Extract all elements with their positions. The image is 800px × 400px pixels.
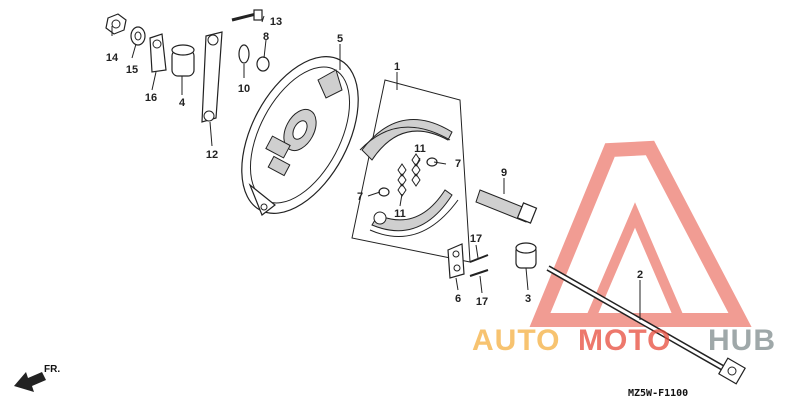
part-label-7b: 7 (357, 191, 363, 203)
collar-3-part (515, 242, 537, 269)
part-label-10: 10 (238, 83, 250, 95)
part-label-14: 14 (106, 52, 119, 64)
part-label-16: 16 (145, 92, 157, 104)
leader-lines (111, 15, 641, 320)
brake-panel-part (241, 56, 359, 216)
part-label-17b: 17 (476, 296, 488, 308)
part-label-9: 9 (501, 167, 507, 179)
part-label-5: 5 (337, 33, 343, 45)
diagram-code: MZ5W-F1100 (628, 388, 688, 399)
washer-15-part (130, 26, 146, 46)
axle-part (546, 265, 746, 385)
front-direction-icon: FR. (14, 364, 60, 392)
watermark-hub: HUB (708, 324, 776, 357)
plate-16-part (149, 33, 167, 73)
part-label-12: 12 (206, 149, 218, 161)
watermark-auto: AUTO (472, 324, 560, 357)
part-label-13: 13 (270, 16, 282, 28)
part-label-6: 6 (455, 293, 461, 305)
collar-4-part (171, 44, 195, 77)
direction-label: FR. (44, 364, 60, 375)
part-label-11a: 11 (414, 143, 426, 155)
bolt-13-part (231, 9, 263, 22)
nut-8-part (256, 56, 270, 72)
indicator-plate-part (447, 243, 465, 279)
part-label-4: 4 (179, 97, 186, 109)
washer-10-part (238, 44, 250, 64)
part-label-7a: 7 (455, 158, 461, 170)
part-label-17a: 17 (470, 233, 482, 245)
stopper-arm-12-part (201, 31, 223, 123)
part-label-11b: 11 (394, 208, 406, 220)
part-label-8: 8 (263, 31, 269, 43)
watermark-moto: MOTO (578, 324, 671, 357)
brake-shoes-part (351, 79, 471, 263)
part-label-2: 2 (637, 269, 643, 281)
brake-cam-part (475, 189, 538, 224)
part-label-3: 3 (525, 293, 531, 305)
part-label-15: 15 (126, 64, 138, 76)
part-label-1: 1 (394, 61, 400, 73)
nut-14-part (105, 13, 127, 35)
watermark-text: AUTO MOTO HUB (472, 324, 776, 357)
cotter-pin-part (469, 254, 489, 277)
